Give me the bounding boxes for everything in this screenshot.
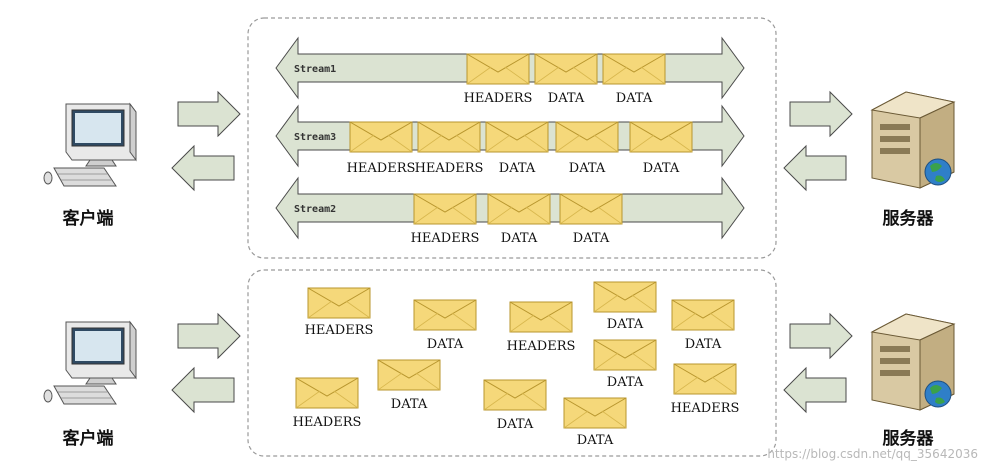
frame-label: DATA: [391, 397, 428, 412]
server-label: 服务器: [883, 428, 935, 449]
frame-label: DATA: [548, 91, 585, 106]
frame-label: DATA: [569, 161, 606, 176]
envelope-icon: [559, 193, 623, 225]
envelope-icon: [413, 193, 477, 225]
envelope-icon: [413, 299, 477, 331]
envelope-icon: [485, 121, 549, 153]
bottom-panel: [247, 269, 777, 457]
frame-label: DATA: [607, 375, 644, 390]
arrow-right-icon: [789, 91, 853, 137]
envelope-icon: [349, 121, 413, 153]
computer-icon: [43, 103, 137, 187]
frame-label: HEADERS: [411, 231, 480, 246]
envelope-icon: [377, 359, 441, 391]
envelope-icon: [509, 301, 573, 333]
envelope-icon: [307, 287, 371, 319]
frame-label: DATA: [685, 337, 722, 352]
frame-label: DATA: [501, 231, 538, 246]
frame-label: DATA: [577, 433, 614, 448]
envelope-icon: [466, 53, 530, 85]
arrow-right-icon: [177, 313, 241, 359]
envelope-icon: [417, 121, 481, 153]
envelope-icon: [593, 281, 657, 313]
server-label: 服务器: [883, 208, 935, 229]
frame-label: HEADERS: [507, 339, 576, 354]
frame-label: HEADERS: [347, 161, 416, 176]
envelope-icon: [673, 363, 737, 395]
frame-label: DATA: [607, 317, 644, 332]
envelope-icon: [487, 193, 551, 225]
arrow-left-icon: [171, 145, 235, 191]
frame-label: DATA: [499, 161, 536, 176]
arrow-left-icon: [783, 367, 847, 413]
client-label: 客户端: [62, 428, 114, 449]
envelope-icon: [483, 379, 547, 411]
arrow-right-icon: [789, 313, 853, 359]
arrow-right-icon: [177, 91, 241, 137]
frame-label: DATA: [643, 161, 680, 176]
envelope-icon: [534, 53, 598, 85]
envelope-icon: [602, 53, 666, 85]
server-icon: [871, 91, 955, 189]
envelope-icon: [555, 121, 619, 153]
envelope-icon: [671, 299, 735, 331]
envelope-icon: [295, 377, 359, 409]
envelope-icon: [629, 121, 693, 153]
frame-label: HEADERS: [415, 161, 484, 176]
frame-label: DATA: [573, 231, 610, 246]
frame-label: HEADERS: [464, 91, 533, 106]
stream-name-2: Stream2: [294, 204, 336, 215]
frame-label: HEADERS: [305, 323, 374, 338]
top-panel: [247, 17, 777, 259]
frame-label: HEADERS: [293, 415, 362, 430]
envelope-icon: [563, 397, 627, 429]
stream-name-1: Stream1: [294, 64, 336, 75]
frame-label: DATA: [497, 417, 534, 432]
envelope-icon: [593, 339, 657, 371]
frame-label: DATA: [616, 91, 653, 106]
stream-name-3: Stream3: [294, 132, 336, 143]
frame-label: DATA: [427, 337, 464, 352]
computer-icon: [43, 321, 137, 405]
watermark: https://blog.csdn.net/qq_35642036: [767, 447, 978, 461]
frame-label: HEADERS: [671, 401, 740, 416]
server-icon: [871, 313, 955, 411]
client-label: 客户端: [62, 208, 114, 229]
arrow-left-icon: [783, 145, 847, 191]
arrow-left-icon: [171, 367, 235, 413]
